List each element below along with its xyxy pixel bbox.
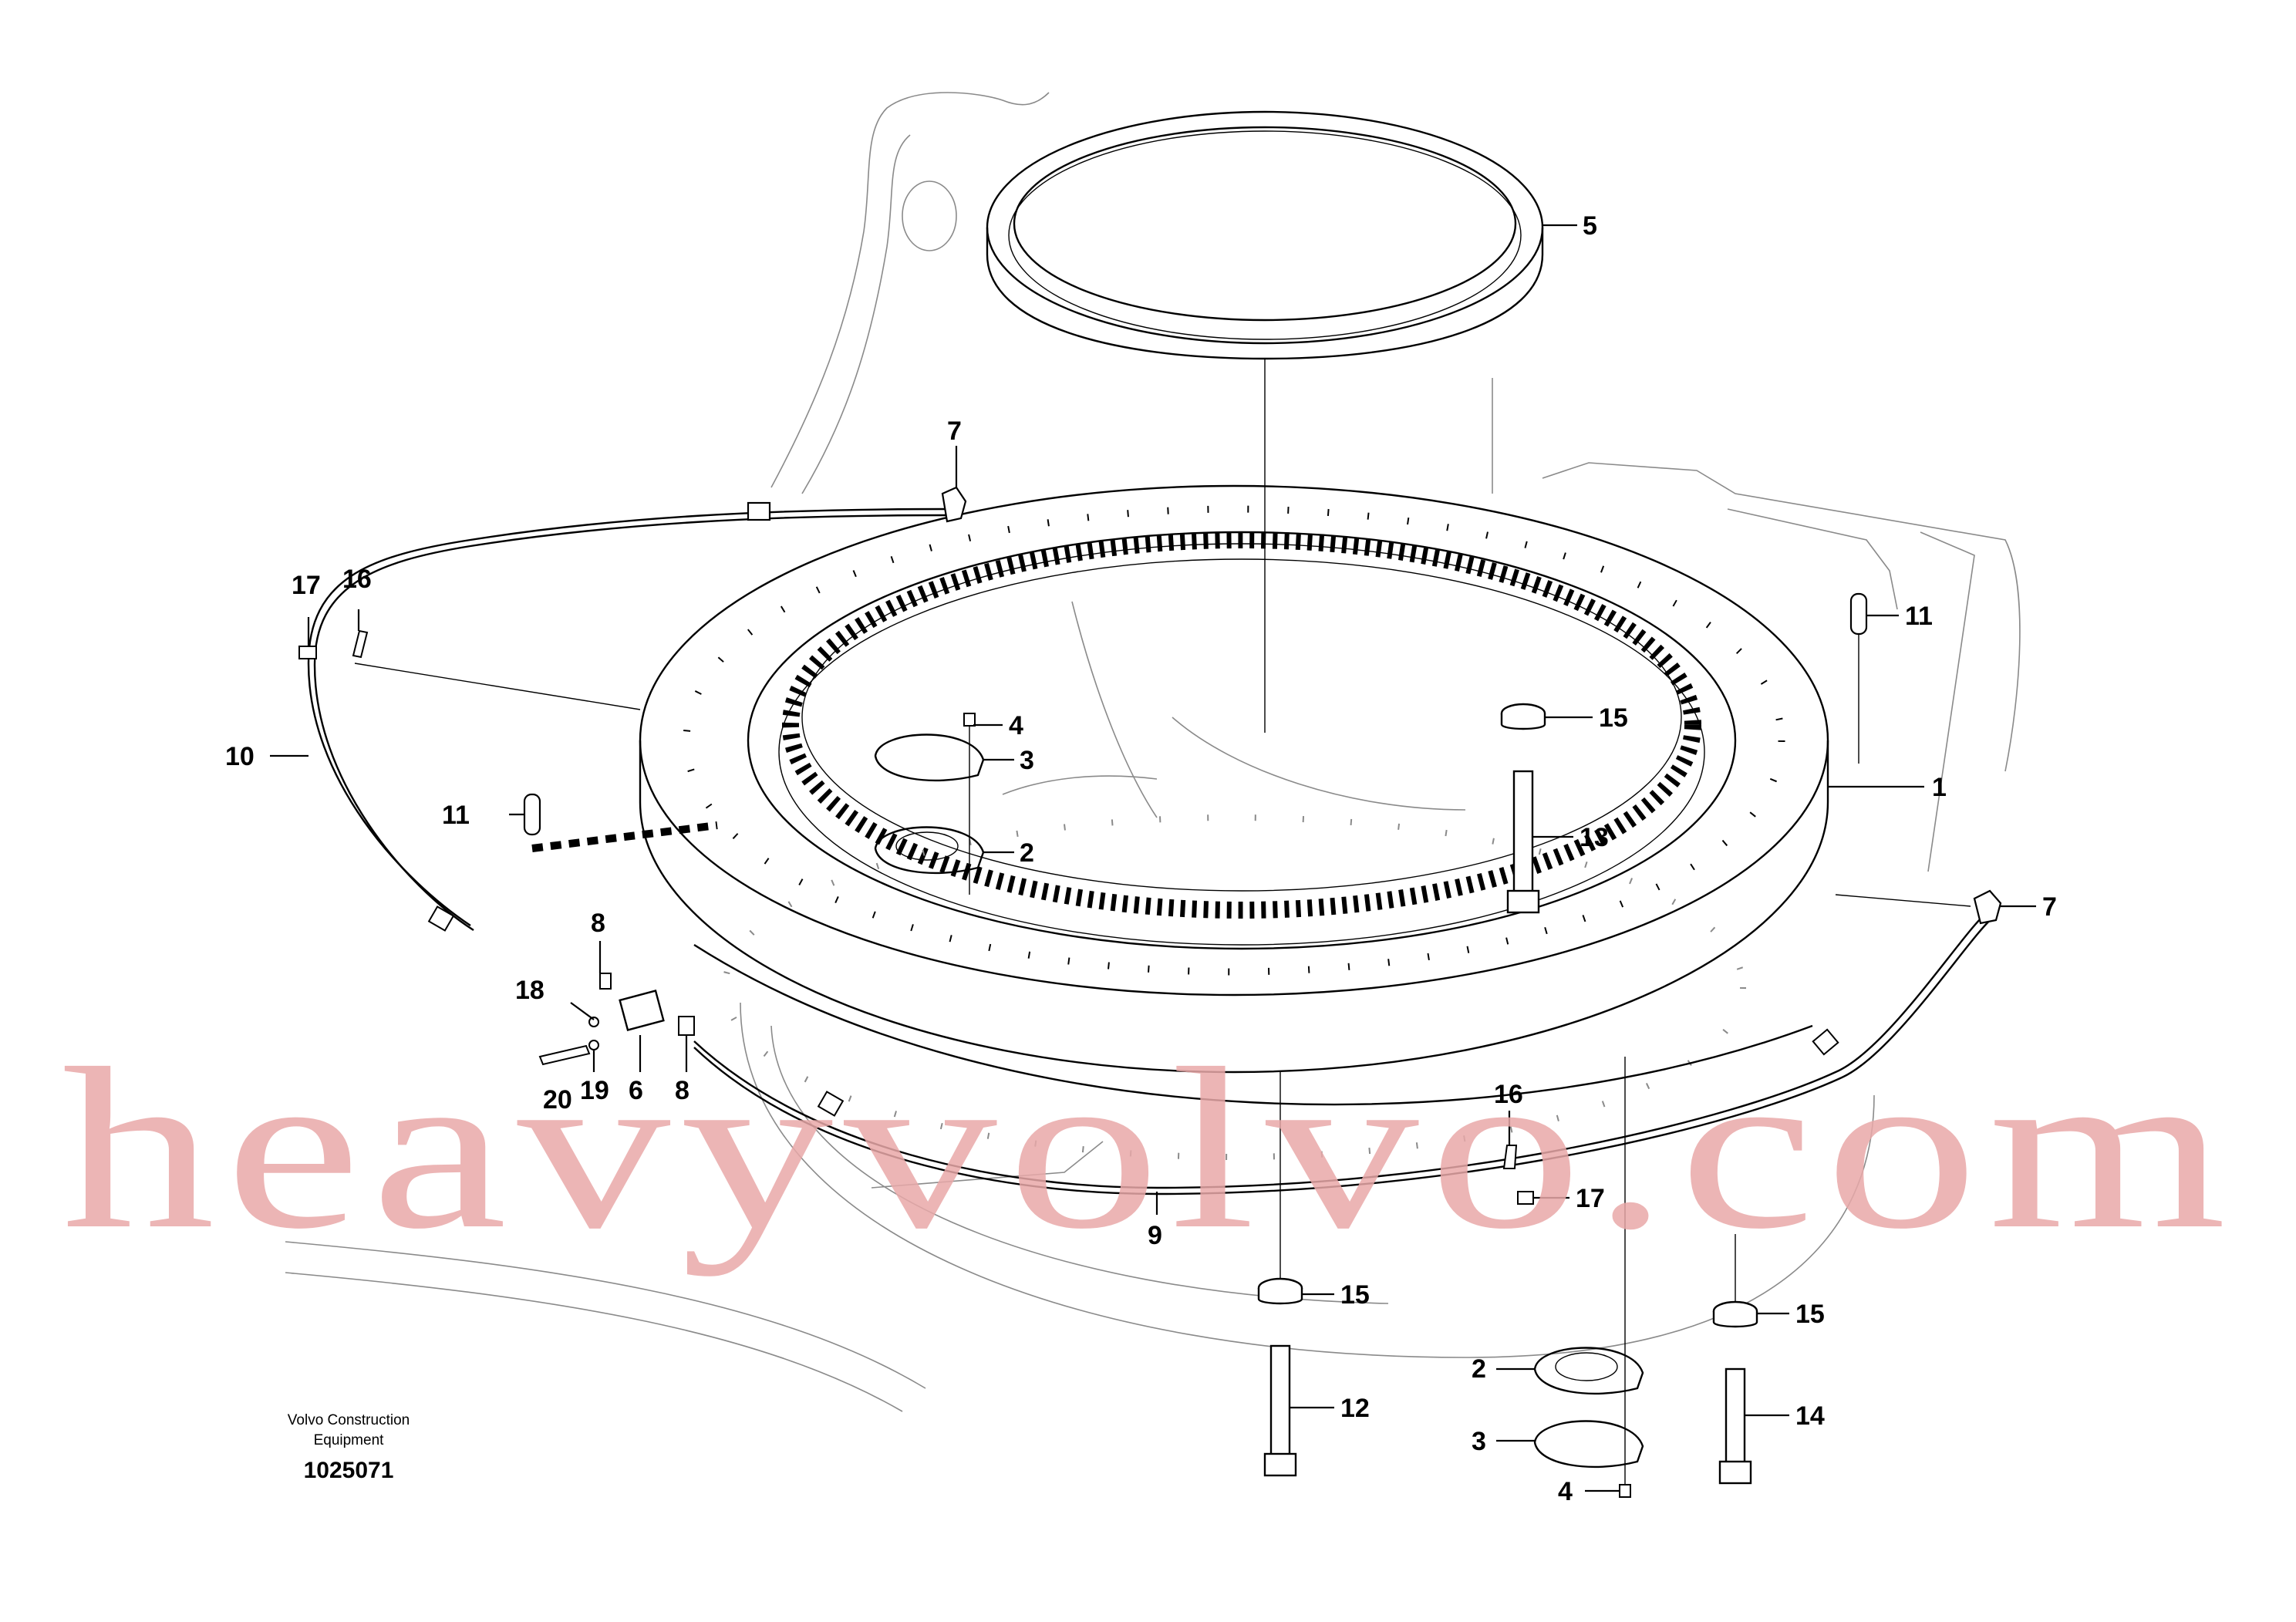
callout-15-upper: 15 (1599, 703, 1628, 733)
callout-17-left: 17 (292, 571, 321, 600)
callout-15-middle: 15 (1340, 1280, 1370, 1310)
callout-9: 9 (1148, 1221, 1162, 1250)
cover-plate-lower (1533, 1057, 1644, 1498)
callout-3-upper: 3 (1020, 746, 1034, 775)
callout-labels: 1 2 2 3 3 4 4 5 6 7 7 8 8 9 10 11 11 12 … (225, 211, 2057, 1506)
lower-bearing-housing (740, 601, 1875, 1358)
callout-10: 10 (225, 742, 255, 771)
machine-frame-outline (285, 92, 2021, 1412)
callout-17-right: 17 (1576, 1184, 1605, 1213)
dowel-pins (523, 592, 1868, 852)
callout-8-bottom: 8 (675, 1076, 689, 1105)
callout-3-lower: 3 (1472, 1427, 1486, 1456)
callout-6: 6 (629, 1076, 643, 1105)
leader-lines (270, 224, 2036, 1492)
callout-18: 18 (515, 976, 544, 1005)
callout-11-right: 11 (1905, 602, 1933, 631)
callout-13: 13 (1580, 823, 1609, 852)
slewing-ring (639, 484, 1829, 1160)
callout-7-top: 7 (947, 416, 962, 446)
hose-clips (298, 629, 1534, 1205)
caption-block: Volvo Construction Equipment 1025071 (288, 1412, 410, 1483)
callout-5: 5 (1583, 211, 1597, 241)
callout-4-upper: 4 (1009, 711, 1023, 740)
caption-line-1: Volvo Construction (288, 1412, 410, 1428)
callout-2-upper: 2 (1020, 838, 1034, 868)
callout-12: 12 (1340, 1394, 1370, 1423)
seal-ring (986, 110, 1544, 733)
callout-2-lower: 2 (1472, 1354, 1486, 1384)
lube-hoses (307, 501, 1995, 1195)
watermark: heavyvolvo.com (62, 1020, 2237, 1277)
lube-distribution-block (538, 973, 695, 1066)
callout-16-right: 16 (1494, 1080, 1523, 1109)
caption-line-2: Equipment (314, 1432, 385, 1448)
callout-11-left: 11 (442, 801, 470, 830)
callout-8-top: 8 (591, 909, 605, 938)
callout-15-right: 15 (1795, 1300, 1825, 1329)
callout-4-lower: 4 (1558, 1477, 1573, 1506)
cover-plate-upper (874, 713, 985, 895)
callout-16-left: 16 (342, 565, 372, 594)
callout-20: 20 (543, 1085, 572, 1114)
callout-14: 14 (1795, 1401, 1825, 1431)
watermark-text: heavyvolvo.com (62, 1020, 2237, 1277)
figure-number: 1025071 (304, 1458, 394, 1483)
callout-19: 19 (580, 1076, 609, 1105)
callout-1: 1 (1932, 773, 1947, 802)
callout-7-right: 7 (2042, 892, 2057, 922)
ring-bolts (1257, 703, 1758, 1485)
elbow-fittings (941, 486, 2002, 925)
